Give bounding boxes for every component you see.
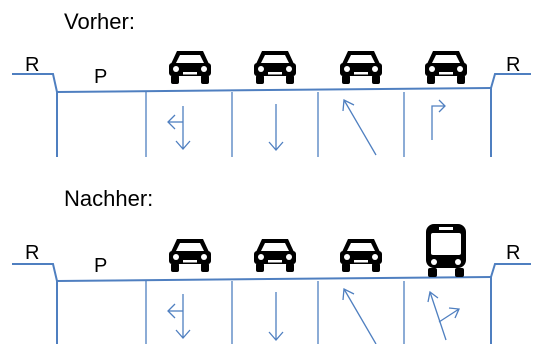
car-icon xyxy=(169,51,211,84)
straight-arrow xyxy=(268,104,284,151)
bus-left-right-arrow xyxy=(427,290,460,341)
left-diagonal-arrow xyxy=(342,287,377,344)
after-road-edge-line xyxy=(56,276,492,282)
after-vehicles xyxy=(169,224,466,277)
before-right-sidewalk-label: R xyxy=(506,54,521,76)
after-heading: Nachher: xyxy=(64,186,154,211)
right-turn-arrow xyxy=(431,99,446,140)
car-icon xyxy=(340,51,382,84)
left-diagonal-arrow xyxy=(342,98,377,156)
car-icon xyxy=(254,51,296,84)
bus-icon xyxy=(426,224,466,277)
left-turn-arrow xyxy=(167,294,191,339)
before-lane-dividers xyxy=(145,92,405,157)
after-road xyxy=(12,263,531,344)
after-left-curb-line xyxy=(12,263,58,344)
car-icon xyxy=(169,239,211,272)
after-lane-dividers xyxy=(145,281,405,344)
car-icon xyxy=(425,51,467,84)
straight-arrow xyxy=(268,292,284,341)
after-right-sidewalk-label: R xyxy=(506,242,521,264)
car-icon xyxy=(254,239,296,272)
after-lane-arrows xyxy=(167,287,460,344)
before-left-sidewalk-label: R xyxy=(25,54,40,76)
car-icon xyxy=(340,239,382,272)
before-right-curb-line xyxy=(490,73,531,157)
before-left-curb-line xyxy=(12,73,58,157)
before-heading: Vorher: xyxy=(64,9,135,34)
left-turn-arrow xyxy=(167,106,191,150)
before-vehicles xyxy=(169,51,467,84)
before-parking-label: P xyxy=(94,66,108,88)
after-parking-label: P xyxy=(94,255,108,277)
after-right-curb-line xyxy=(490,263,531,344)
before-road-edge-line xyxy=(56,87,492,93)
after-left-sidewalk-label: R xyxy=(25,242,40,264)
before-lane-arrows xyxy=(167,98,446,156)
before-road xyxy=(12,73,531,157)
